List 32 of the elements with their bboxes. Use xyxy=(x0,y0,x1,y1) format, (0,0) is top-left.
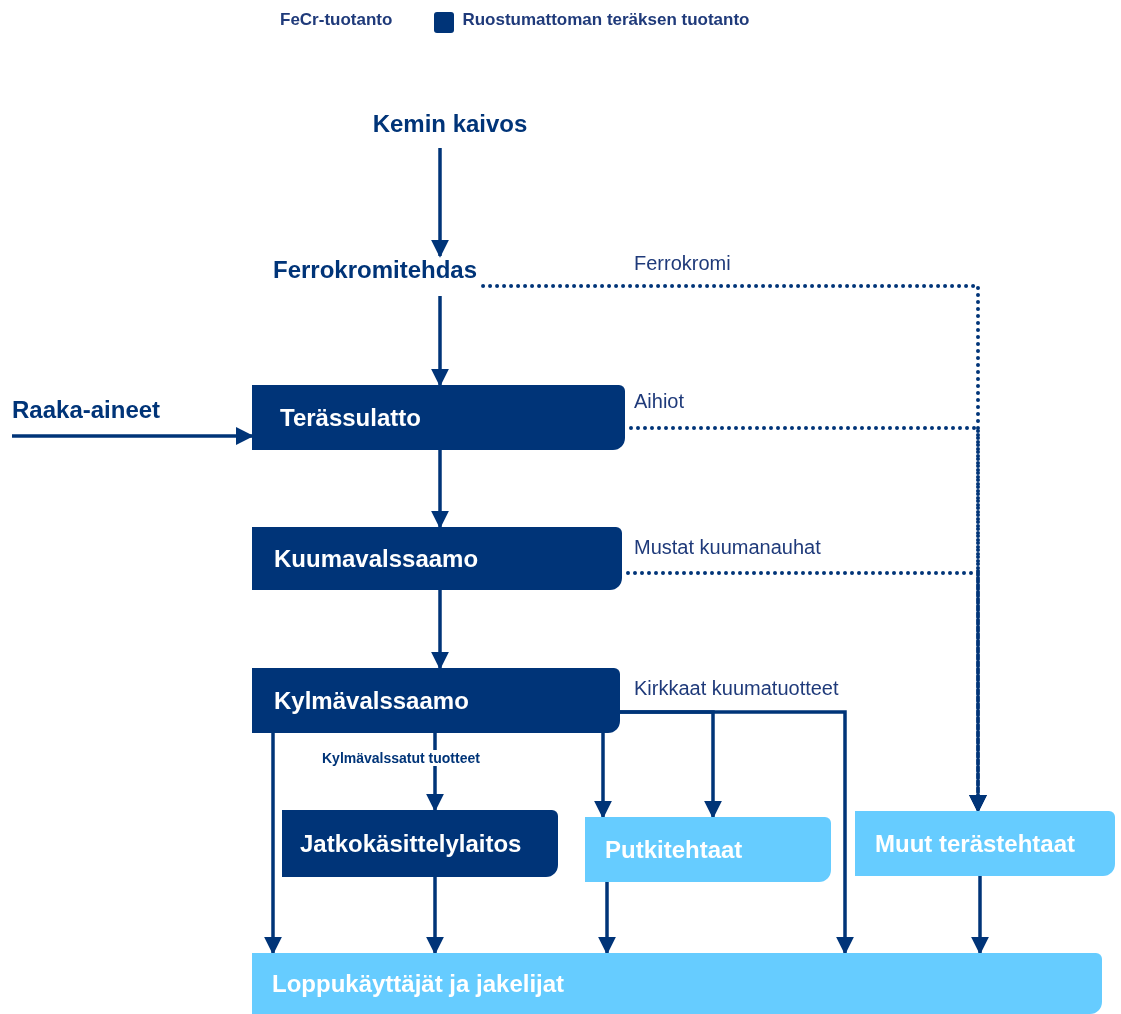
arrow xyxy=(264,733,282,955)
process-box xyxy=(252,668,620,733)
process-box xyxy=(282,810,558,877)
box-label: Loppukäyttäjät ja jakelijat xyxy=(272,969,565,998)
box-label: Putkitehtaat xyxy=(605,835,743,864)
dotted-arrow xyxy=(626,571,987,813)
mine-label: Kemin kaivos xyxy=(372,110,528,138)
arrow xyxy=(426,877,444,955)
arrow xyxy=(431,296,449,387)
process-box xyxy=(252,385,625,450)
box-label: Kuumavalssaamo xyxy=(274,544,479,573)
box-label: Jatkokäsittelylaitos xyxy=(300,829,522,858)
arrow xyxy=(431,590,449,670)
process-box xyxy=(252,953,1102,1014)
legend-label: FeCr-tuotanto xyxy=(280,10,393,30)
edge-label: Kylmävalssatut tuotteet xyxy=(320,750,482,766)
plant-label: Ferrokromitehdas xyxy=(273,256,478,284)
arrow xyxy=(594,733,612,819)
process-box xyxy=(585,817,831,882)
arrow xyxy=(12,427,254,445)
box-label: Kylmävalssaamo xyxy=(274,686,469,715)
legend-label: Ruostumattoman teräksen tuotanto xyxy=(462,10,750,30)
input-label: Raaka-aineet xyxy=(12,396,161,424)
arrow xyxy=(620,710,854,955)
box-label: Muut terästehtaat xyxy=(875,829,1076,858)
box-label: Terässulatto xyxy=(280,403,421,432)
process-box xyxy=(252,527,622,590)
arrow xyxy=(431,148,449,258)
arrow xyxy=(598,882,616,955)
arrow xyxy=(971,876,989,955)
process-box xyxy=(855,811,1115,876)
arrow xyxy=(431,450,449,529)
